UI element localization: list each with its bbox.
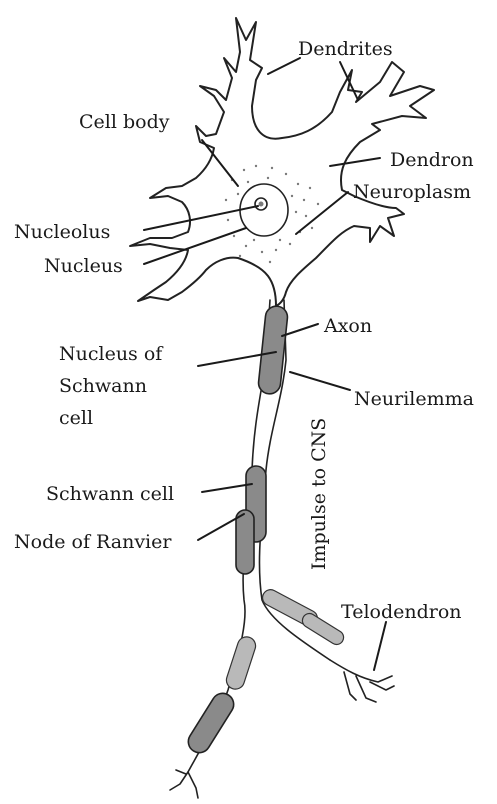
schwann-cell-leader [202,484,252,492]
neuroplasm-dot [289,243,291,245]
neuroplasm-dot [275,249,277,251]
myelin-segment [300,611,346,647]
neuroplasm-dot [227,219,229,221]
label-node-of-ranvier: Node of Ranvier [14,531,172,553]
soma-outline [130,18,434,306]
nucleolus-core [259,202,264,207]
neuroplasm-dot [245,245,247,247]
label-neuroplasm: Neuroplasm [353,181,471,203]
neuroplasm-dot [271,167,273,169]
neurilemma-leader [290,372,350,390]
neuroplasm-dot [297,183,299,185]
label-nucleus-of-schwann-3: cell [59,407,93,429]
label-impulse-to-cns: Impulse to CNS [308,418,330,570]
neuroplasm-dot [247,181,249,183]
label-axon: Axon [323,315,372,337]
label-schwann-cell: Schwann cell [46,483,174,505]
label-nucleolus: Nucleolus [14,221,110,243]
neuroplasm-dot [253,239,255,241]
neuroplasm-dot [225,199,227,201]
cell-body-with-dendrites [130,18,434,306]
neuroplasm-dot [285,173,287,175]
myelin-segment [224,635,258,692]
neuroplasm-dot [291,195,293,197]
neuroplasm-dot [295,211,297,213]
label-cell-body: Cell body [79,111,170,133]
label-nucleus-of-schwann-2: Schwann [59,375,147,397]
neuroplasm-dot [317,203,319,205]
neuroplasm-dot [239,255,241,257]
myelin-segment [184,689,238,757]
neuroplasm-dot [267,177,269,179]
myelin-segment [257,305,288,395]
telodendron-leader [374,622,386,670]
label-nucleus-of-schwann-1: Nucleus of [59,343,164,365]
neuroplasm-dot [311,227,313,229]
myelin-segment [236,510,254,574]
neuroplasm-dot [269,261,271,263]
neuroplasm-dot [243,169,245,171]
neuroplasm-dot [255,165,257,167]
label-dendrites: Dendrites [298,38,393,60]
neuroplasm-dot [305,215,307,217]
telodendron-branch [170,770,198,798]
label-neurilemma: Neurilemma [354,388,474,410]
neuroplasm-dot [279,239,281,241]
label-dendron: Dendron [390,149,474,171]
neuroplasm-dot [233,235,235,237]
neuroplasm-dot [309,187,311,189]
telodendron-branch [330,660,394,702]
neuroplasm-dot [261,251,263,253]
neuroplasm-dot [303,199,305,201]
neuroplasm-dot [237,193,239,195]
label-nucleus: Nucleus [44,255,123,277]
label-telodendron: Telodendron [341,601,462,623]
